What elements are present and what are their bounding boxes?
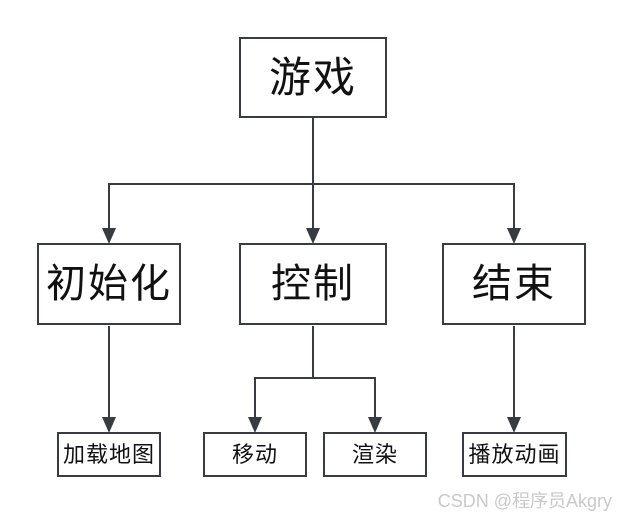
node-move: 移动 [203, 432, 307, 477]
node-render: 渲染 [323, 432, 427, 477]
node-load-map: 加载地图 [57, 432, 161, 477]
node-control: 控制 [239, 243, 387, 325]
arrowhead-render [368, 417, 382, 433]
arrowhead-loadmap [102, 417, 116, 433]
arrowhead-move [248, 417, 262, 433]
edge-game-children [108, 183, 515, 230]
node-init: 初始化 [37, 243, 181, 325]
arrowhead-init [102, 228, 116, 244]
node-play-animation: 播放动画 [462, 432, 567, 477]
edge-control-split [254, 326, 376, 418]
node-end: 结束 [442, 243, 586, 325]
arrowhead-playanimation [507, 417, 521, 433]
csdn-watermark: CSDN @程序员Akgry [437, 491, 612, 511]
arrowhead-control [306, 228, 320, 244]
node-game: 游戏 [239, 37, 387, 118]
arrowhead-end [507, 228, 521, 244]
